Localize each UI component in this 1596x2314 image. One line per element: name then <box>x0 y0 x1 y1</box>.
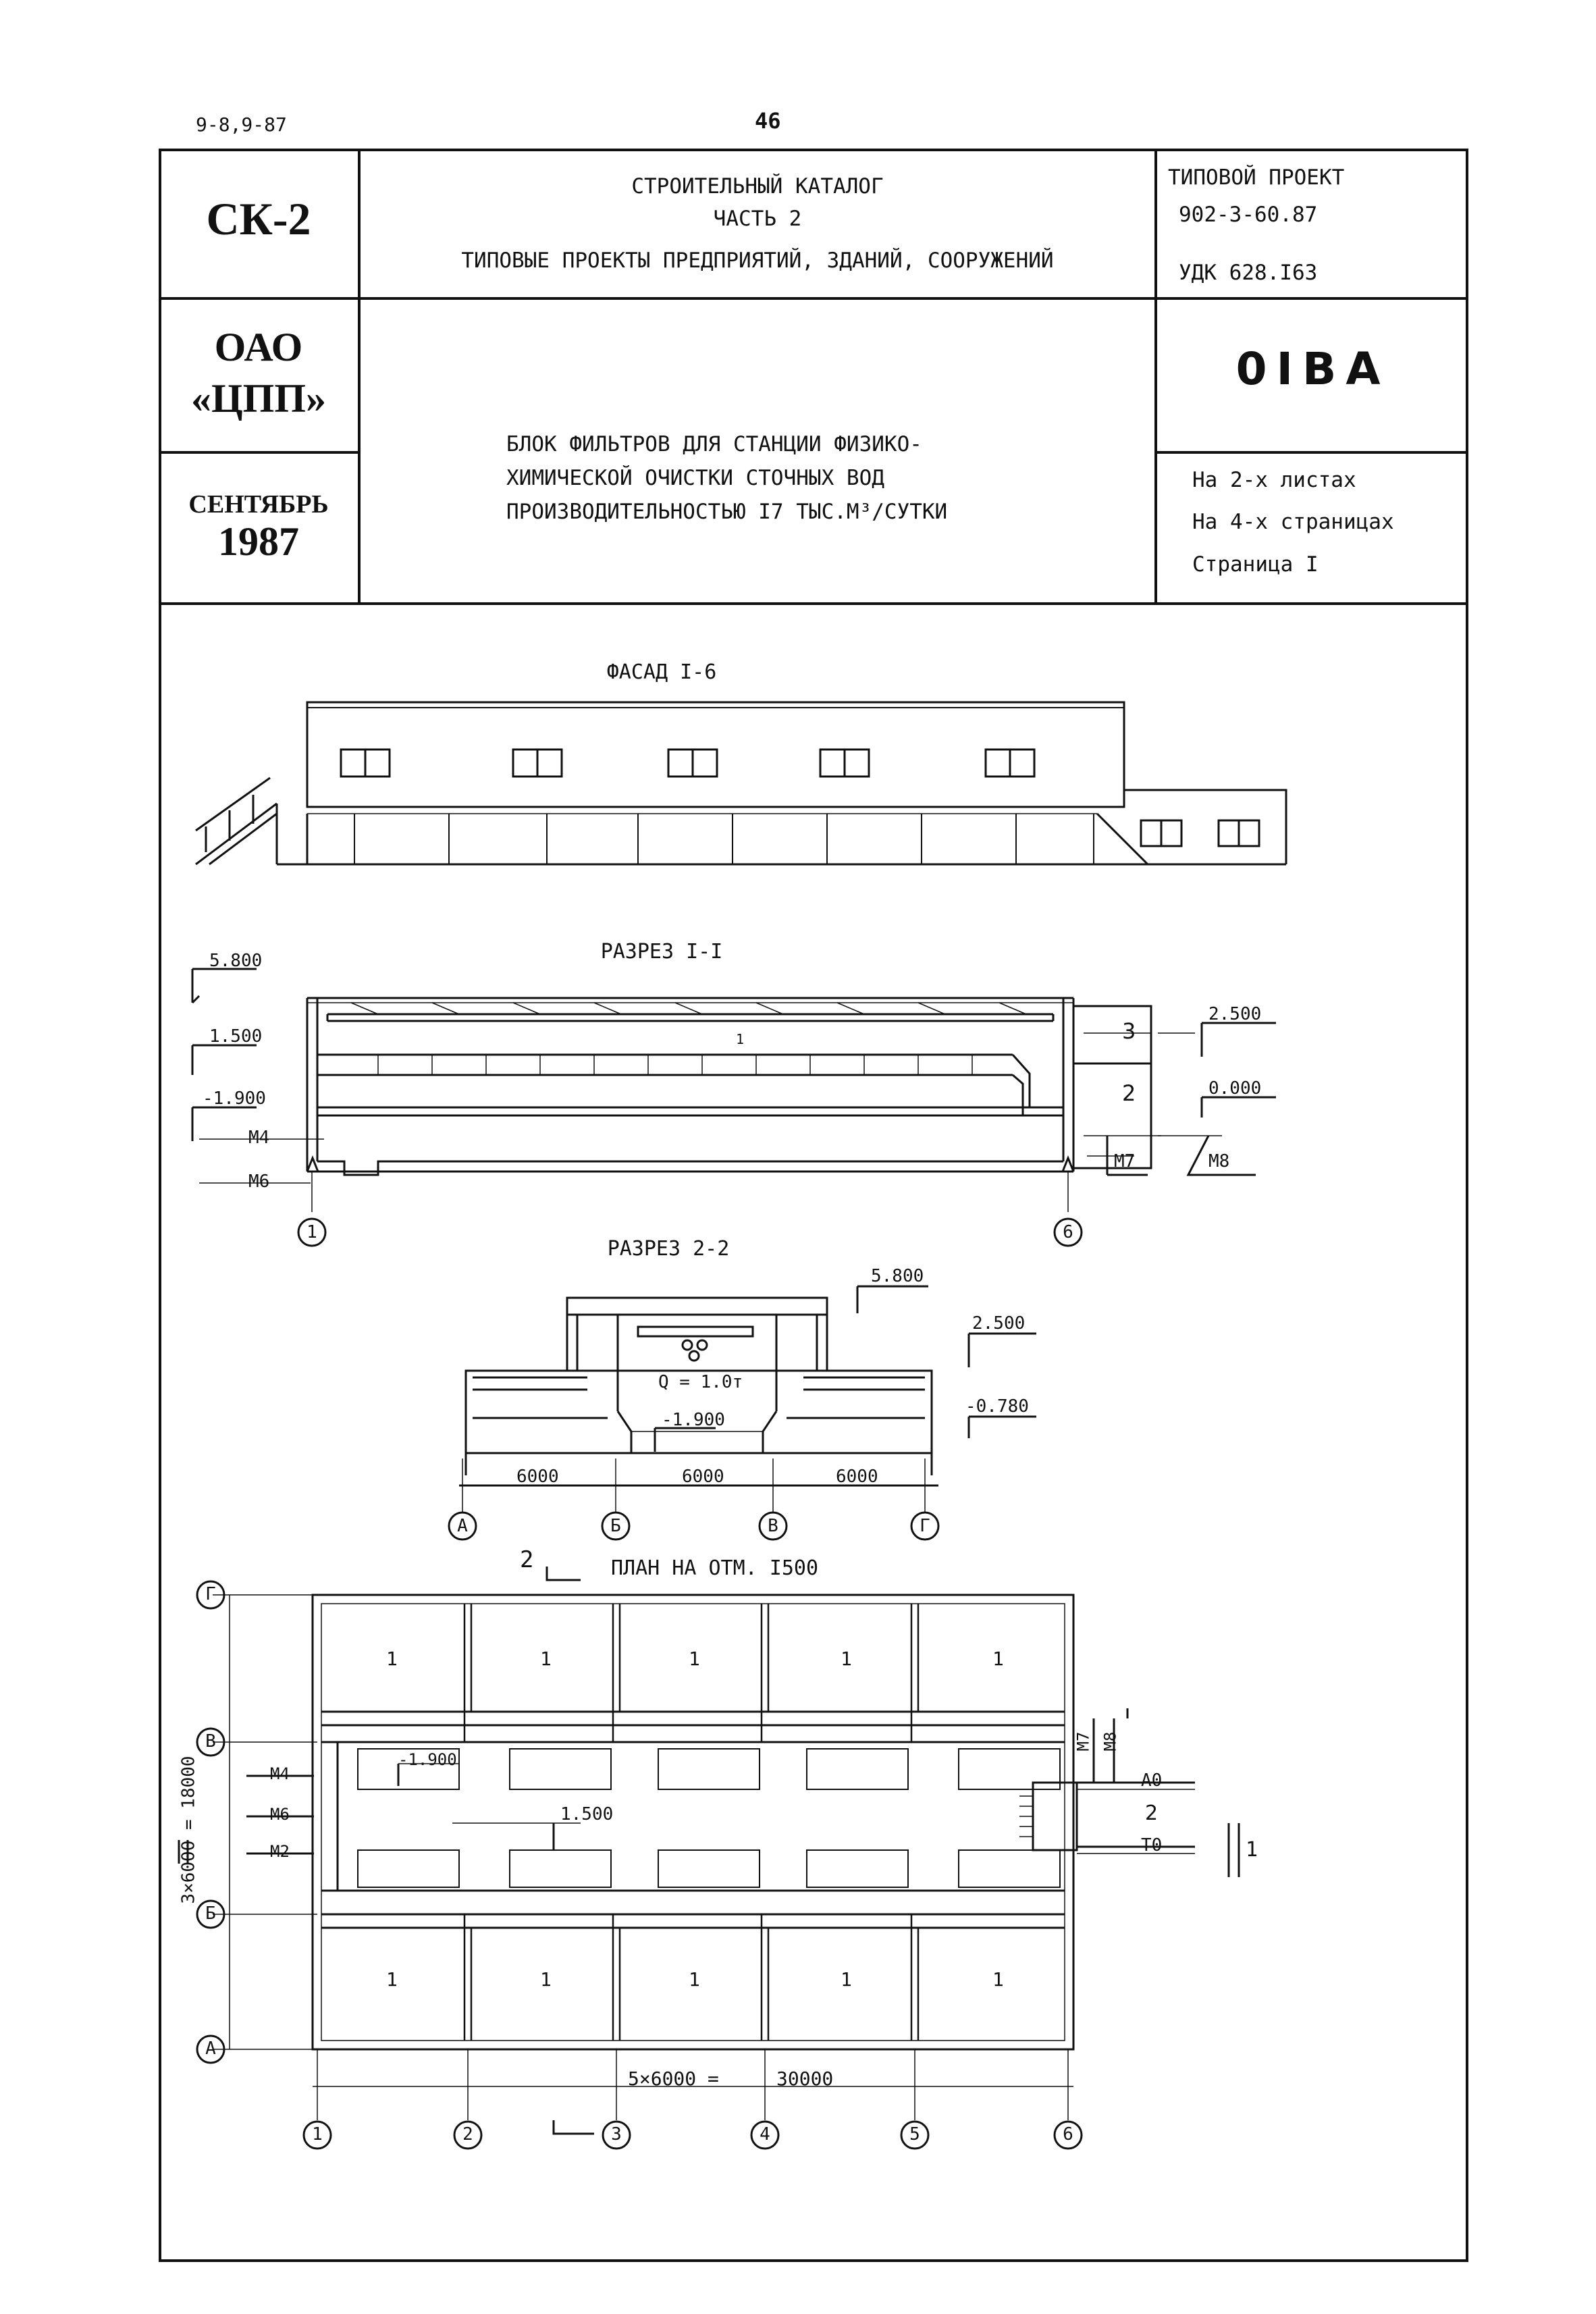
title-divider-h2 <box>159 451 358 454</box>
catalog-part: ЧАСТЬ 2 <box>713 207 802 231</box>
title-divider-v2 <box>1154 149 1157 604</box>
title-divider-h3 <box>1154 451 1468 454</box>
s2-dim-2: 6000 <box>682 1467 724 1487</box>
s1-pipe-m6: М6 <box>248 1172 270 1192</box>
s1-room-2: 2 <box>1122 1080 1136 1106</box>
s1-axis-6: 6 <box>1063 1222 1073 1242</box>
plan-pipe-m7: М7 <box>1073 1731 1093 1752</box>
doc-code: 9-8,9-87 <box>196 113 287 136</box>
s1-room-3: 3 <box>1122 1018 1136 1044</box>
s2-elev-5800: 5.800 <box>871 1266 924 1286</box>
catalog-subtitle: ТИПОВЫЕ ПРОЕКТЫ ПРЕДПРИЯТИЙ, ЗДАНИЙ, СОО… <box>461 248 1054 273</box>
plan-pipe-m6: М6 <box>270 1805 290 1824</box>
plan-col-4: 4 <box>760 2124 770 2145</box>
date-year: 1987 <box>218 519 299 564</box>
section-2-drawing <box>448 1285 1036 1541</box>
page-index: Страница I <box>1192 552 1319 577</box>
s2-dim-3: 6000 <box>836 1467 878 1487</box>
udk-code: УДК 628.I63 <box>1179 261 1318 285</box>
plan-pipe-m8: М8 <box>1100 1731 1120 1752</box>
plan-col-5: 5 <box>909 2124 920 2145</box>
s2-crane-capacity: Q = 1.0т <box>658 1372 743 1392</box>
plan-axis-a: А <box>205 2039 216 2059</box>
s1-elev-2500: 2.500 <box>1208 1004 1262 1024</box>
s1-elev-1500: 1.500 <box>209 1026 263 1047</box>
catalog-title: СТРОИТЕЛЬНЫЙ КАТАЛОГ <box>631 174 884 199</box>
document-mark: 0IBA <box>1235 343 1390 395</box>
plan-axis-b: Б <box>205 1903 216 1924</box>
plan-pipe-m2: М2 <box>270 1842 290 1861</box>
s1-axis-1: 1 <box>307 1222 317 1242</box>
plan-dim-horizontal-b: 30000 <box>776 2068 834 2090</box>
plan-col-6: 6 <box>1063 2124 1073 2145</box>
s2-elev-2500: 2.500 <box>972 1313 1026 1334</box>
s1-pipe-m8: М8 <box>1208 1151 1230 1172</box>
s1-item-1: 1 <box>736 1031 745 1047</box>
s2-dim-1: 6000 <box>516 1467 559 1487</box>
s1-elev-1900: -1.900 <box>203 1088 266 1109</box>
plan-section-mark: 2 <box>520 1546 534 1573</box>
plan-dim-horizontal-a: 5×6000 = <box>628 2068 719 2090</box>
plan-col-3: 3 <box>611 2124 622 2145</box>
plan-filter-5: 1 <box>992 1648 1004 1670</box>
plan-elev-1900: -1.900 <box>398 1750 457 1769</box>
s2-elev-0780: -0.780 <box>965 1396 1029 1417</box>
page-count: На 4-х страницах <box>1192 510 1394 534</box>
project-label: ТИПОВОЙ ПРОЕКТ <box>1168 165 1345 190</box>
facade-drawing <box>195 701 1287 866</box>
s1-elev-0000: 0.000 <box>1208 1078 1262 1099</box>
date-month: СЕНТЯБРЬ <box>188 490 329 519</box>
plan-filter-1: 1 <box>386 1648 398 1670</box>
plan-title: ПЛАН НА ОТМ. I500 <box>611 1556 819 1580</box>
description-line-1: БЛОК ФИЛЬТРОВ ДЛЯ СТАНЦИИ ФИЗИКО- <box>506 432 922 456</box>
s2-elev-1900: -1.900 <box>662 1410 725 1430</box>
org-name-1: ОАО <box>214 325 303 369</box>
page-number: 46 <box>755 108 781 134</box>
org-name-2: «ЦПП» <box>190 376 326 421</box>
s1-elev-5800: 5.800 <box>209 951 263 971</box>
plan-room-2: 2 <box>1145 1802 1159 1825</box>
title-divider-h4 <box>159 602 1468 605</box>
description-line-3: ПРОИЗВОДИТЕЛЬНОСТЬЮ I7 ТЫС.М³/СУТКИ <box>506 500 948 524</box>
section-1-drawing <box>191 968 1276 1247</box>
project-number: 902-3-60.87 <box>1179 203 1318 227</box>
plan-filter-7: 1 <box>540 1968 552 1991</box>
plan-drawing <box>178 1567 1240 2150</box>
plan-filter-10: 1 <box>992 1968 1004 1991</box>
plan-axis-g: Г <box>205 1584 216 1604</box>
sheet-count: На 2-х листах <box>1192 468 1356 492</box>
plan-col-2: 2 <box>462 2124 473 2145</box>
plan-elev-1500: 1.500 <box>560 1804 614 1824</box>
description-line-2: ХИМИЧЕСКОЙ ОЧИСТКИ СТОЧНЫХ ВОД <box>506 466 884 490</box>
s2-axis-g: Г <box>920 1516 930 1536</box>
plan-dim-vertical: 3×6000 = 18000 <box>178 1756 199 1904</box>
plan-pipe-m4: М4 <box>270 1764 290 1783</box>
s2-axis-b: Б <box>610 1516 621 1536</box>
plan-filter-4: 1 <box>841 1648 852 1670</box>
s1-pipe-m4: М4 <box>248 1128 270 1148</box>
s2-axis-a: А <box>457 1516 468 1536</box>
plan-filter-8: 1 <box>689 1968 700 1991</box>
plan-col-1: 1 <box>312 2124 323 2145</box>
plan-axis-v: В <box>205 1731 216 1752</box>
plan-filter-9: 1 <box>841 1968 852 1991</box>
plan-filter-3: 1 <box>689 1648 700 1670</box>
plan-filter-2: 1 <box>540 1648 552 1670</box>
plan-filter-6: 1 <box>386 1968 398 1991</box>
series-code: СК-2 <box>206 193 311 244</box>
s2-axis-v: В <box>768 1516 778 1536</box>
section-1-title: РАЗРЕЗ I-I <box>600 940 723 964</box>
title-divider-v1 <box>358 149 361 604</box>
plan-pipe-a0: А0 <box>1141 1770 1163 1791</box>
title-divider-h1 <box>159 297 1468 300</box>
facade-windows <box>340 748 1036 778</box>
plan-cut-mark: 1 <box>1246 1838 1258 1862</box>
s1-pipe-m7: М7 <box>1114 1151 1136 1172</box>
sheet-frame <box>159 149 1468 2262</box>
plan-pipe-t0: Т0 <box>1141 1835 1163 1856</box>
section-2-title: РАЗРЕЗ 2-2 <box>607 1237 730 1261</box>
facade-title: ФАСАД I-6 <box>606 660 717 684</box>
